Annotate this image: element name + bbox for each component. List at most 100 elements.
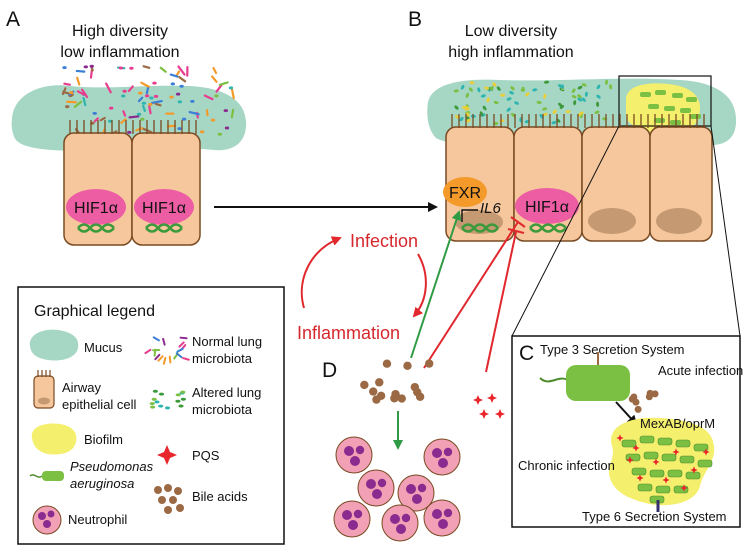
microbe <box>75 69 86 73</box>
pseudomonas-cell <box>655 485 671 494</box>
microbe <box>149 96 154 100</box>
zoom-line-left <box>511 125 620 337</box>
microbe <box>453 89 459 93</box>
legend-pseudomonas-label-line1: Pseudomonas <box>70 459 154 474</box>
microbe <box>465 92 470 98</box>
microbe <box>459 116 464 122</box>
microbe <box>92 111 97 115</box>
neutrophil-nucleus <box>401 513 411 523</box>
pseudomonas-cell <box>637 483 653 492</box>
legend-biofilm-label: Biofilm <box>84 432 123 447</box>
arrow-to-inflammation <box>412 253 427 318</box>
panel-d: D <box>322 359 461 542</box>
microbe <box>182 357 190 361</box>
pseudomonas-cell <box>664 106 675 111</box>
microbe <box>76 90 85 96</box>
microbe <box>177 65 186 76</box>
zoom-line-right <box>710 125 741 337</box>
nucleus-b4 <box>656 208 702 234</box>
microbe <box>594 110 600 114</box>
microbe <box>150 405 156 409</box>
microbe <box>215 83 223 93</box>
neutrophil-nucleus <box>432 448 442 458</box>
pqs-molecule <box>157 445 177 465</box>
microbe <box>218 81 229 86</box>
pqs-molecule <box>652 458 660 466</box>
microbe <box>536 100 542 105</box>
microbe <box>469 81 475 85</box>
microbe <box>76 76 81 86</box>
microbe <box>520 87 525 92</box>
legend-epithelial-label-line1: Airway <box>62 380 102 395</box>
microbe <box>137 96 144 103</box>
microbe <box>158 392 165 396</box>
microbe <box>141 101 147 105</box>
legend-normal-label-line1: Normal lung <box>192 334 262 349</box>
pqs-molecule <box>495 409 505 419</box>
microbe <box>121 94 126 98</box>
microbe <box>581 97 586 102</box>
microbe <box>571 88 576 94</box>
legend-mucus-label: Mucus <box>84 340 123 355</box>
microbe <box>136 112 142 116</box>
microbe <box>486 97 490 103</box>
panel-d-letter: D <box>322 359 337 382</box>
arrow-bile-to-fxr <box>410 210 462 359</box>
microbe <box>135 127 144 132</box>
pseudomonas-cell <box>697 459 713 468</box>
neutrophil <box>333 500 371 538</box>
pseudomonas-cell <box>672 93 683 98</box>
neutrophil-nucleus <box>344 446 354 456</box>
neutrophil-nucleus <box>390 514 400 524</box>
il6-label: IL6 <box>480 200 502 217</box>
infection-inflammation-cycle: Infection Inflammation <box>297 210 526 373</box>
microbe <box>464 105 468 111</box>
panel-a-title-line1: High diversity <box>72 23 168 40</box>
microbe <box>543 93 547 99</box>
epithelial-cell-a1 <box>63 132 133 246</box>
microbe <box>105 82 112 94</box>
microbe <box>230 108 235 119</box>
microbe <box>224 126 230 130</box>
microbe <box>596 84 601 90</box>
legend-altered-microbiota-swatch <box>149 389 186 410</box>
microbe <box>108 106 114 110</box>
hif1a-bubble-a2 <box>134 189 194 225</box>
microbe <box>210 75 218 83</box>
microbe <box>148 105 152 115</box>
bile-acid <box>382 359 392 368</box>
pseudomonas-cell <box>667 469 683 478</box>
microbe <box>468 87 473 92</box>
microbe <box>168 355 172 364</box>
fxr-label: FXR <box>449 185 481 202</box>
inhibition-bile-to-hif1a <box>423 216 526 369</box>
bile-acid <box>397 394 406 403</box>
pseudomonas-cell <box>639 435 655 444</box>
microbe <box>578 111 583 117</box>
microbe <box>80 88 89 99</box>
microbe <box>190 99 195 103</box>
inhibition-pqs-to-hif1a <box>485 228 525 373</box>
microbe <box>492 82 497 87</box>
microbe <box>181 117 187 121</box>
neutrophil-nucleus <box>443 447 453 457</box>
pseudomonas-cell <box>680 108 691 113</box>
neutrophil-nucleus <box>350 456 360 466</box>
pseudomonas-cell <box>649 469 665 478</box>
microbe <box>510 86 515 91</box>
arrow-to-infection <box>300 236 342 309</box>
pseudomonas-cell <box>690 114 701 119</box>
pseudomonas-cell <box>621 439 637 448</box>
bile-acid <box>176 504 184 512</box>
panel-b-title-line1: Low diversity <box>465 23 557 40</box>
pseudomonas-cell <box>648 104 659 109</box>
microbe <box>230 88 235 100</box>
microbe <box>151 397 157 401</box>
microbe <box>466 112 470 118</box>
microbe <box>223 109 229 113</box>
microbe <box>61 87 67 96</box>
microbe <box>477 87 481 93</box>
legend-altered-label-line2: microbiota <box>192 402 253 417</box>
microbe <box>514 101 520 105</box>
microbe <box>151 99 163 105</box>
